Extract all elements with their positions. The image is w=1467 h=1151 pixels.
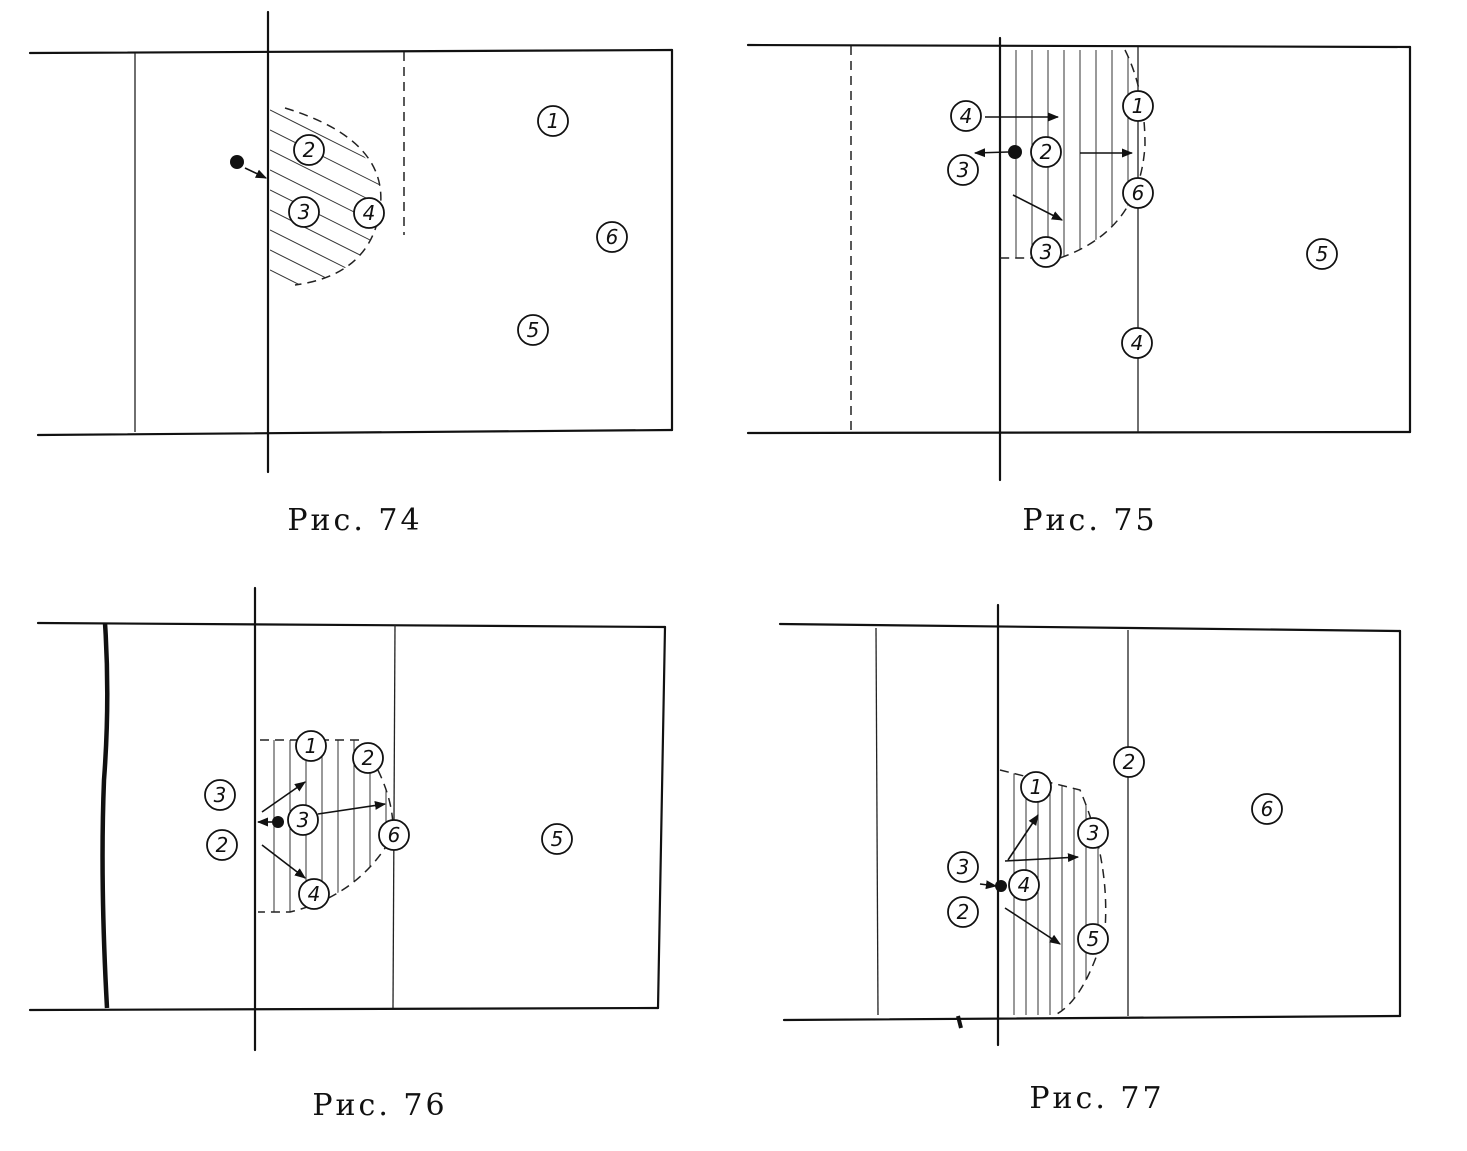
ball-77: [995, 880, 1007, 892]
player-75-3: 3: [1030, 236, 1062, 268]
figure-76: 3 2 1 2 3 6 4 5 Рис. 76: [28, 586, 667, 1123]
player-number: 4: [363, 201, 376, 225]
arrow: [317, 801, 387, 815]
player-76-1: 1: [295, 730, 327, 762]
player-77-6: 6: [1251, 793, 1283, 825]
player-74-2: 2: [293, 134, 325, 166]
player-77-3: 3: [1077, 817, 1109, 849]
player-75-6: 6: [1122, 177, 1154, 209]
player-74-1: 1: [537, 105, 569, 137]
player-75-5: 5: [1306, 238, 1338, 270]
player-76-6: 6: [378, 819, 410, 851]
attack-line-76: [392, 624, 396, 1009]
arrow: [979, 880, 998, 890]
ball-arrow-74: [244, 167, 268, 179]
player-number: 6: [388, 823, 401, 847]
player-number: 1: [1030, 775, 1043, 799]
arrow: [261, 844, 306, 879]
arrow: [1004, 853, 1080, 863]
caption-77: Рис. 77: [1029, 1081, 1164, 1116]
figure-77: 2 6 1 3 3 4 2 5 Рис. 77: [778, 603, 1402, 1116]
player-number: 3: [214, 783, 227, 807]
player-number: 6: [606, 225, 619, 249]
player-number: 6: [1132, 181, 1145, 205]
player-number: 2: [1040, 140, 1053, 164]
player-74-5: 5: [517, 314, 549, 346]
player-number: 5: [551, 827, 564, 851]
court-74: [28, 10, 674, 474]
caption-74: Рис. 74: [287, 503, 422, 538]
player-75-3-out: 3: [947, 154, 979, 186]
arrow: [1007, 814, 1039, 861]
player-number: 4: [1018, 873, 1031, 897]
player-number: 2: [216, 833, 229, 857]
player-75-4-out: 4: [950, 100, 982, 132]
player-77-2: 2: [1113, 746, 1145, 778]
player-number: 2: [303, 138, 316, 162]
player-number: 4: [960, 104, 973, 128]
player-number: 3: [298, 200, 311, 224]
player-76-3: 3: [287, 804, 319, 836]
player-74-4: 4: [353, 197, 385, 229]
arrow: [261, 781, 306, 813]
player-77-4: 4: [1008, 869, 1040, 901]
player-number: 3: [297, 808, 310, 832]
player-77-5: 5: [1077, 923, 1109, 955]
player-number: 4: [308, 882, 321, 906]
player-75-2: 2: [1030, 136, 1062, 168]
player-76-3-out: 3: [204, 779, 236, 811]
arrow: [1004, 907, 1061, 945]
caption-76: Рис. 76: [312, 1088, 447, 1123]
arrow: [1012, 194, 1063, 221]
player-number: 3: [957, 158, 970, 182]
player-number: 1: [305, 734, 318, 758]
player-75-1: 1: [1122, 90, 1154, 122]
player-number: 5: [1316, 242, 1329, 266]
player-number: 3: [1087, 821, 1100, 845]
player-number: 4: [1131, 331, 1144, 355]
player-74-6: 6: [596, 221, 628, 253]
player-76-5: 5: [541, 823, 573, 855]
player-number: 3: [1040, 240, 1053, 264]
player-75-4: 4: [1121, 327, 1153, 359]
player-number: 6: [1261, 797, 1274, 821]
court-75: [746, 36, 1412, 482]
player-number: 2: [1123, 750, 1136, 774]
player-number: 1: [1132, 94, 1145, 118]
ball-76: [272, 816, 284, 828]
player-number: 3: [957, 855, 970, 879]
player-76-4: 4: [298, 878, 330, 910]
player-77-1: 1: [1020, 771, 1052, 803]
player-number: 5: [527, 318, 540, 342]
caption-75: Рис. 75: [1022, 503, 1157, 538]
player-76-2: 2: [352, 742, 384, 774]
player-number: 5: [1087, 927, 1100, 951]
player-76-2-out: 2: [206, 829, 238, 861]
player-74-3: 3: [288, 196, 320, 228]
court-77: [778, 603, 1402, 1047]
ball-75: [1008, 145, 1022, 159]
figure-75: 4 3 2 1 6 3 4 5 Рис. 75: [746, 36, 1412, 538]
player-number: 1: [547, 109, 560, 133]
player-number: 2: [362, 746, 375, 770]
player-77-3-out: 3: [947, 851, 979, 883]
arrow: [973, 148, 1009, 158]
player-number: 2: [957, 900, 970, 924]
figure-74: 1 2 3 4 6 5 Рис. 74: [28, 10, 674, 538]
ball-74: [230, 155, 244, 169]
player-77-2-out: 2: [947, 896, 979, 928]
court-76: [28, 586, 667, 1052]
end-line-76: [100, 622, 110, 1009]
